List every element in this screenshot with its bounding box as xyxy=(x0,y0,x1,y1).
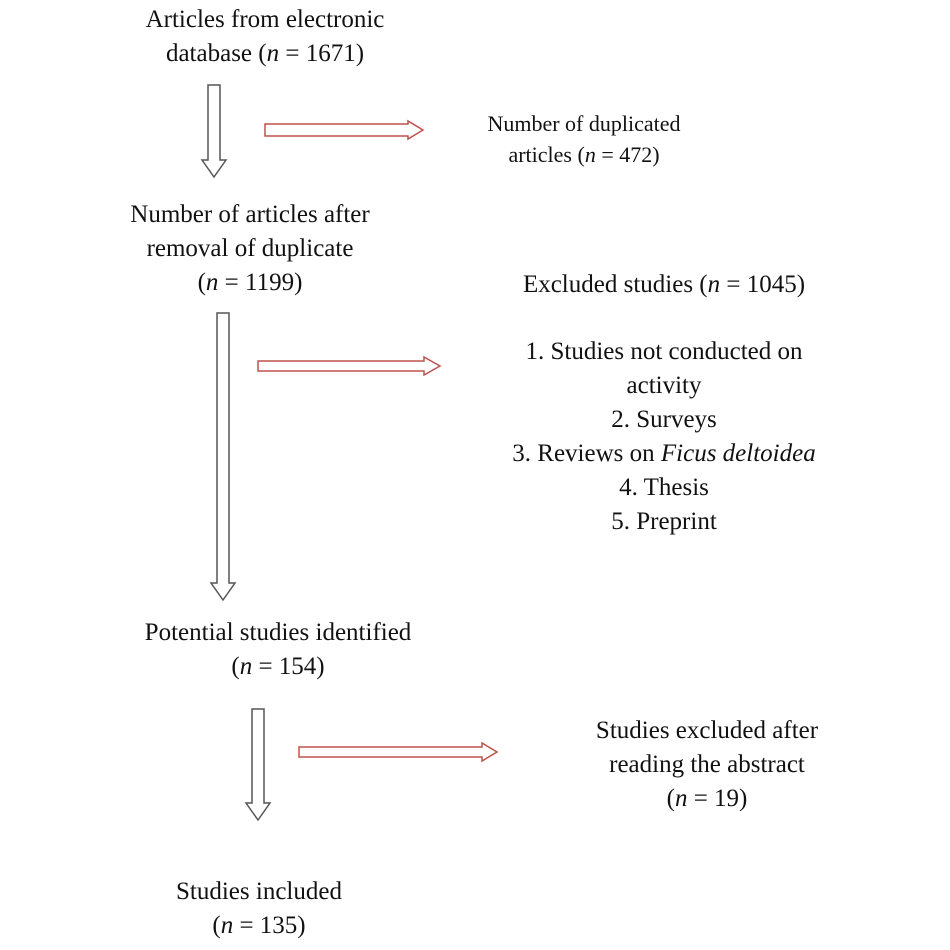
down-arrow-2 xyxy=(209,312,237,602)
text: articles ( xyxy=(508,142,585,167)
text: database ( xyxy=(165,40,267,67)
node-excluded: Excluded studies (n = 1045) 1. Studies n… xyxy=(512,268,815,539)
node-line: Number of articles after xyxy=(130,201,370,228)
node-line: Studies included xyxy=(176,878,342,905)
node-line: database (n = 1671) xyxy=(146,37,385,71)
node-line: reading the abstract xyxy=(609,751,805,778)
species-name: Ficus deltoidea xyxy=(660,440,816,467)
reason-item: activity xyxy=(626,372,702,399)
text: 3. Reviews on xyxy=(512,440,661,467)
text: ( xyxy=(197,269,206,296)
right-arrow-2 xyxy=(257,355,442,377)
node-abstract-excluded: Studies excluded after reading the abstr… xyxy=(596,714,818,816)
node-line: (n = 19) xyxy=(596,782,818,816)
count: = 154) xyxy=(252,653,325,680)
count: = 472) xyxy=(595,142,660,167)
reason-item: 3. Reviews on Ficus deltoidea xyxy=(512,437,815,471)
node-line: removal of duplicate xyxy=(146,235,354,262)
text: ( xyxy=(666,785,675,812)
text: Excluded studies ( xyxy=(522,271,708,298)
node-after-dedup: Number of articles after removal of dupl… xyxy=(130,198,369,300)
node-line: Number of duplicated xyxy=(487,111,681,136)
count: = 1671) xyxy=(279,40,365,67)
node-line: (n = 1199) xyxy=(130,266,369,300)
node-line: Potential studies identified xyxy=(144,619,412,646)
n-symbol: n xyxy=(205,269,219,296)
reason-item: 4. Thesis xyxy=(619,474,709,501)
count: = 19) xyxy=(687,785,748,812)
text: ( xyxy=(231,653,240,680)
n-symbol: n xyxy=(707,271,721,298)
node-line: (n = 154) xyxy=(145,650,412,684)
count: = 135) xyxy=(233,912,306,939)
text: ( xyxy=(212,912,221,939)
count: = 1199) xyxy=(218,269,303,296)
n-symbol: n xyxy=(220,912,234,939)
right-arrow-3 xyxy=(298,741,499,763)
node-included: Studies included (n = 135) xyxy=(176,875,342,943)
node-line: Studies excluded after xyxy=(595,717,819,744)
n-symbol: n xyxy=(239,653,253,680)
node-line: articles (n = 472) xyxy=(487,139,680,170)
n-symbol: n xyxy=(584,142,596,167)
right-arrow-1 xyxy=(264,119,425,141)
node-line: Articles from electronic xyxy=(145,6,385,33)
n-symbol: n xyxy=(674,785,688,812)
count: = 1045) xyxy=(720,271,806,298)
down-arrow-1 xyxy=(200,84,228,179)
reason-item: 5. Preprint xyxy=(611,508,717,535)
node-line: (n = 135) xyxy=(176,909,342,943)
reason-item: 1. Studies not conducted on xyxy=(525,338,803,365)
node-potential: Potential studies identified (n = 154) xyxy=(145,616,412,684)
down-arrow-3 xyxy=(244,708,272,822)
node-identified: Articles from electronic database (n = 1… xyxy=(146,3,385,71)
reason-item: 2. Surveys xyxy=(611,406,717,433)
node-line: Excluded studies (n = 1045) xyxy=(512,268,815,302)
node-duplicates: Number of duplicated articles (n = 472) xyxy=(487,108,680,170)
n-symbol: n xyxy=(266,40,280,67)
